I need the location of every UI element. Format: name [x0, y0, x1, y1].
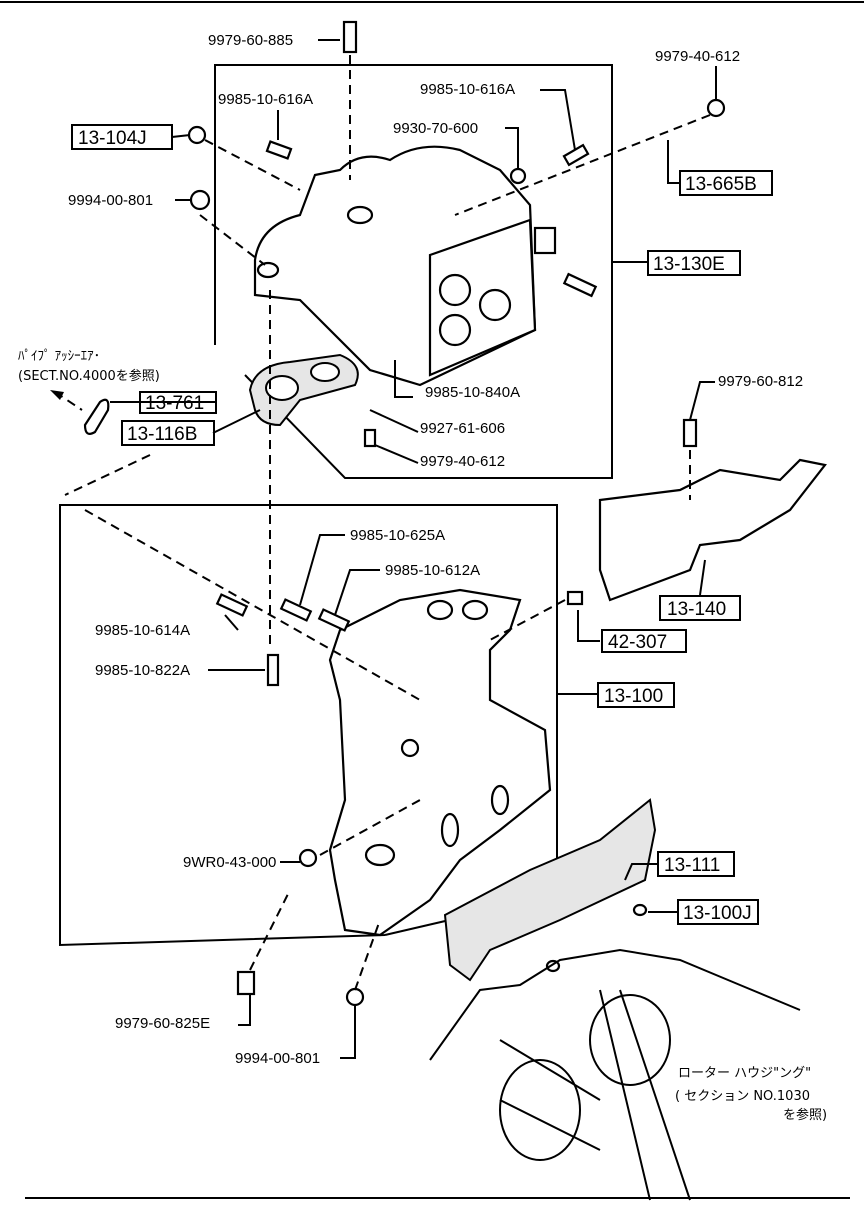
upper-assembly-frame	[214, 64, 613, 479]
rotor-housing-sketch	[429, 948, 801, 1201]
upper-intake-manifold	[253, 145, 557, 387]
label-9979-60-825e: 9979-60-825E	[115, 1015, 210, 1032]
ref-13-665b: 13-665B	[685, 174, 757, 195]
ref-13-100j: 13-100J	[683, 903, 752, 924]
ref-13-140: 13-140	[667, 599, 726, 620]
ref-13-116b: 13-116B	[127, 424, 197, 445]
ref-13-111: 13-111	[664, 855, 720, 876]
gasket-13-761	[83, 398, 110, 435]
bracket-13-140	[598, 458, 827, 602]
fasteners	[187, 20, 726, 1007]
label-9930-70-600: 9930-70-600	[393, 120, 478, 137]
note-rotor-line2: ( セクション NO.1030	[675, 1089, 810, 1104]
o-ring	[632, 903, 648, 917]
note-pipe-line2: (SECT.NO.4000を参照)	[18, 368, 160, 384]
ref-13-100: 13-100	[604, 686, 663, 707]
label-9994-00-801-upper: 9994-00-801	[68, 192, 153, 209]
label-9979-40-612-lower: 9979-40-612	[420, 453, 505, 470]
label-9994-00-801-lower: 9994-00-801	[235, 1050, 320, 1067]
gasket-13-111	[443, 798, 657, 982]
label-9985-10-616a-left: 9985-10-616A	[218, 91, 313, 108]
label-9985-10-614a: 9985-10-614A	[95, 622, 190, 639]
note-rotor-line3: を参照)	[783, 1107, 827, 1123]
label-9979-60-812: 9979-60-812	[718, 373, 803, 390]
label-9985-10-625a: 9985-10-625A	[350, 527, 445, 544]
leader-lines	[110, 39, 717, 1059]
lower-intake-manifold	[328, 588, 552, 937]
label-9985-10-822a: 9985-10-822A	[95, 662, 190, 679]
label-9985-10-612a: 9985-10-612A	[385, 562, 480, 579]
label-9985-10-616a-right: 9985-10-616A	[420, 81, 515, 98]
ref-13-130e: 13-130E	[653, 254, 725, 275]
label-9927-61-606: 9927-61-606	[420, 420, 505, 437]
label-9wr0-43-000: 9WR0-43-000	[183, 854, 276, 871]
ref-13-104j: 13-104J	[78, 128, 147, 149]
ref-13-761: 13-761	[145, 393, 204, 414]
ref-42-307: 42-307	[608, 632, 667, 653]
label-9979-40-612-upper: 9979-40-612	[655, 48, 740, 65]
note-rotor-line1: ローター ハウジ"ング"	[678, 1066, 811, 1081]
alignment-lines	[64, 55, 711, 991]
label-9985-10-840a: 9985-10-840A	[425, 384, 520, 401]
label-9979-60-885: 9979-60-885	[208, 32, 293, 49]
note-pipe-line1: ﾊﾟｲﾌﾟ ｱｯｼｰｴｱ･	[18, 349, 100, 364]
